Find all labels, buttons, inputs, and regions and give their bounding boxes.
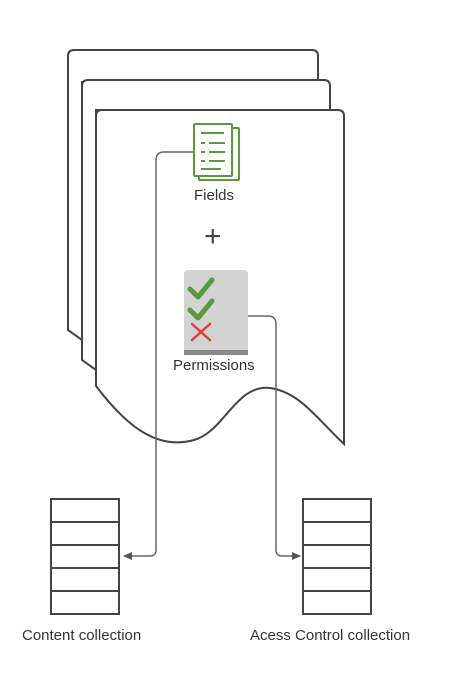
cross-mark-icon [190, 322, 212, 342]
plus-operator: + [204, 220, 222, 253]
access-control-collection-table [302, 498, 372, 615]
fields-label: Fields [194, 187, 235, 204]
document-list-icon [193, 123, 240, 181]
permissions-to-access-connector [248, 315, 301, 560]
access-control-collection-label: Acess Control collection [250, 627, 411, 644]
content-collection-label: Content collection [22, 627, 142, 644]
permissions-label: Permissions [173, 357, 255, 374]
content-collection-table [50, 498, 120, 615]
check-mark-icon [187, 298, 215, 321]
fields-to-content-connector [123, 151, 194, 560]
checklist-icon [184, 270, 248, 355]
connectors [123, 151, 301, 560]
check-mark-icon [187, 277, 215, 300]
